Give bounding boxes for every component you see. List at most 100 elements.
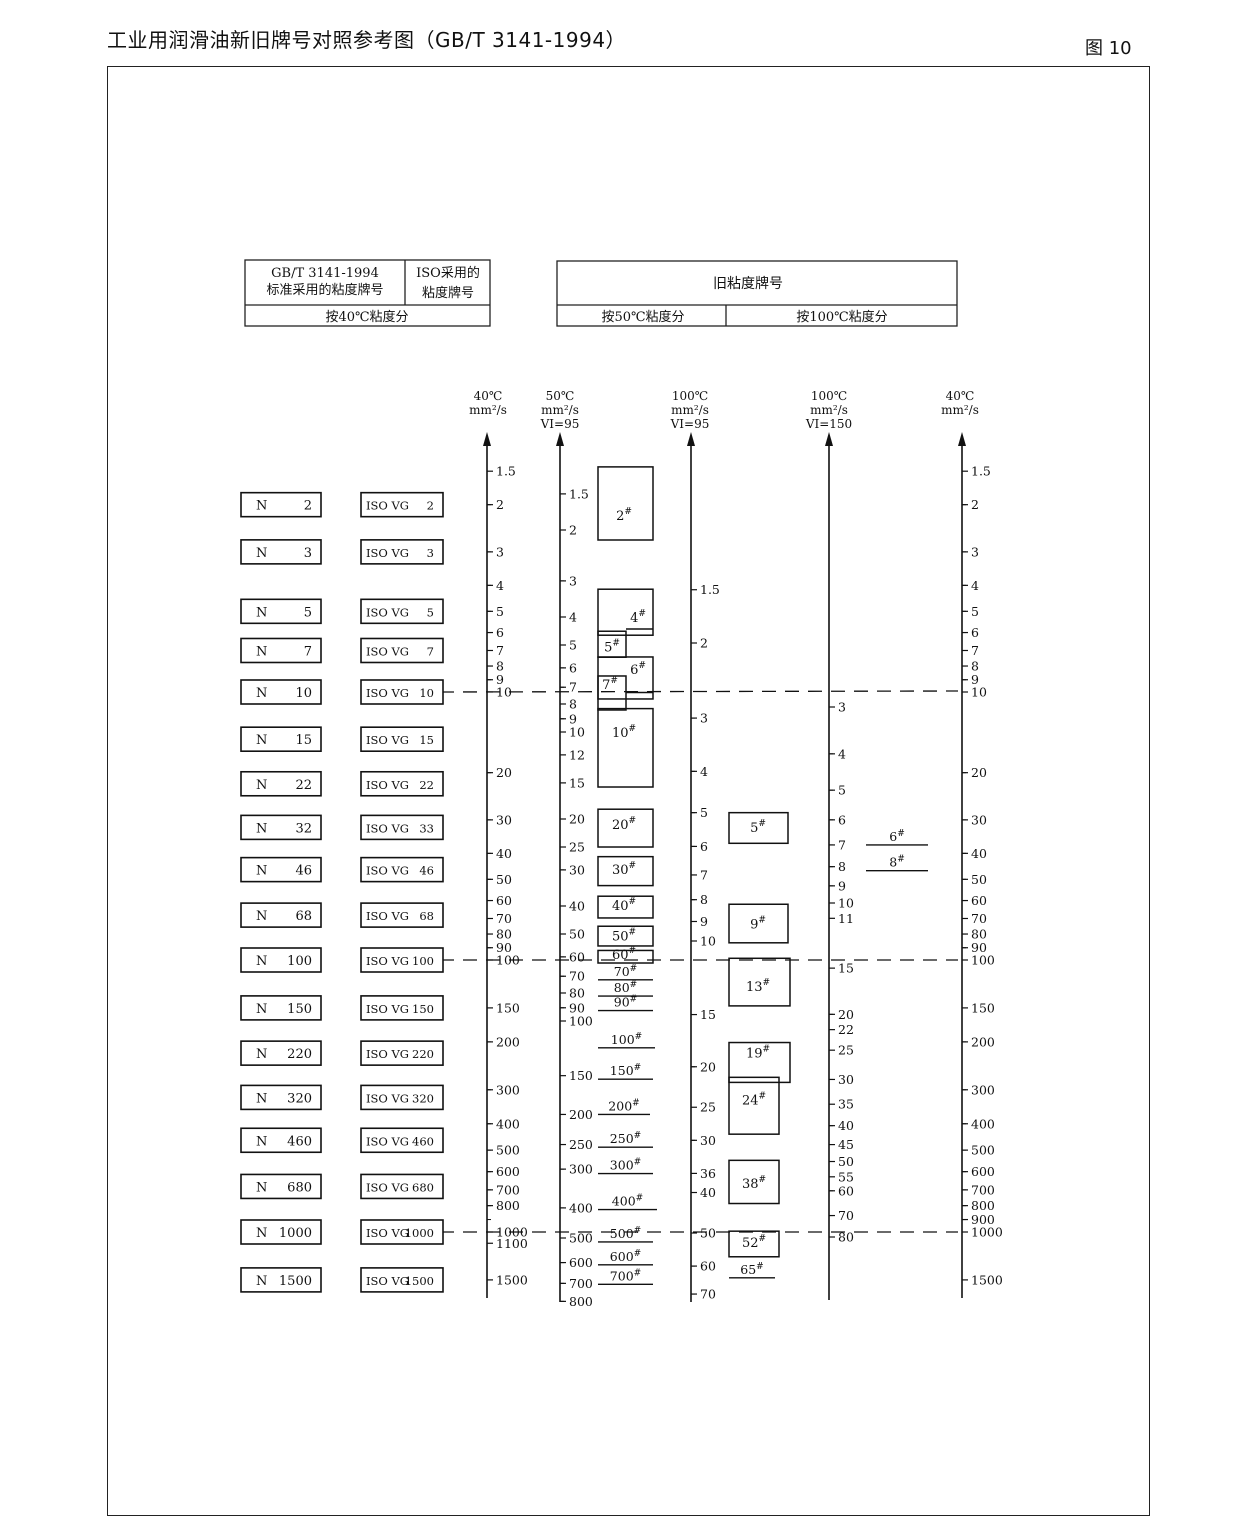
tick-label: 2	[569, 522, 577, 537]
old-grade-label: 38#	[742, 1175, 766, 1192]
iso-grade-box: ISO VG 46	[360, 856, 444, 883]
old50-line-90: 90#	[598, 995, 653, 1012]
tick-label: 6	[838, 812, 846, 827]
tick-label: 25	[700, 1100, 716, 1115]
tick-label: 5	[496, 604, 504, 619]
tick-label: 80	[838, 1230, 854, 1245]
iso-grade-prefix: ISO VG	[366, 1002, 409, 1016]
iso-grade-value: 22	[419, 778, 434, 792]
tick-label: 20	[971, 765, 987, 780]
tick-label: 11	[838, 911, 854, 926]
tick-label: 10	[700, 934, 716, 949]
tick-label: 2	[700, 636, 708, 651]
old50-box-2: 2#	[597, 466, 654, 541]
old-grade-marks: 2#4#5#6#7#10#20#30#40#50#60#70#80#90#100…	[597, 466, 928, 1286]
tick-label: 40	[569, 898, 585, 913]
tick-label: 70	[700, 1287, 716, 1302]
iso-grade-prefix: ISO VG	[366, 686, 409, 700]
figure-label: 图 10	[1085, 38, 1132, 59]
axis-arrow-3	[687, 432, 695, 446]
old-grade-label: 7#	[602, 676, 618, 693]
header-table-left	[244, 259, 491, 327]
tick-label: 30	[971, 812, 987, 827]
tick-label: 8	[569, 696, 577, 711]
old-grade-label: 5#	[750, 819, 766, 836]
iso-grade-prefix: ISO VG	[366, 864, 409, 878]
tick-label: 60	[838, 1183, 854, 1198]
axis-ticks: 1.52345678910203040506070809010015020030…	[487, 464, 1003, 1309]
old-grade-label: 400#	[612, 1194, 643, 1209]
old-grade-label: 700#	[610, 1268, 641, 1283]
old-grade-label: 250#	[610, 1131, 641, 1146]
n-grade-prefix: N	[256, 1134, 267, 1149]
old-grade-label: 65#	[740, 1262, 763, 1277]
n-grade-value: 460	[287, 1134, 312, 1149]
n-grade-value: 68	[295, 909, 312, 924]
iso-grade-value: 100	[412, 954, 434, 968]
n-grade-prefix: N	[256, 1226, 267, 1241]
old100-box-13: 13#	[728, 957, 791, 1007]
tick-label: 600	[569, 1255, 593, 1270]
n-grade-value: 5	[304, 605, 312, 620]
n-grade-value: 220	[287, 1047, 312, 1062]
n-grade-prefix: N	[256, 644, 267, 659]
tick-label: 15	[838, 961, 854, 976]
old-grade-label: 200#	[608, 1098, 639, 1113]
iso-grade-value: 15	[419, 733, 434, 747]
tick-label: 1.5	[971, 464, 991, 479]
header-table-right	[556, 260, 958, 327]
tick-label: 1000	[971, 1225, 1003, 1240]
old50-line-200: 200#	[598, 1098, 650, 1116]
axis-header-4: 100℃ mm²/s VI=150	[805, 389, 852, 431]
tick-label: 6	[569, 660, 577, 675]
old-grade-label: 40#	[612, 897, 636, 914]
tick-label: 4	[496, 578, 504, 593]
tick-label: 1.5	[496, 464, 516, 479]
iso-grade-prefix: ISO VG	[366, 733, 409, 747]
svg-text:VI=95: VI=95	[540, 417, 580, 431]
header-right-footer-50: 按50℃粘度分	[601, 309, 684, 325]
old-grade-label: 70#	[614, 964, 637, 979]
tick-label: 400	[496, 1116, 520, 1131]
tick-label: 20	[496, 765, 512, 780]
iso-grade-prefix: ISO VG	[366, 954, 409, 968]
n-grade-value: 100	[287, 954, 312, 969]
n-grade-value: 320	[287, 1091, 312, 1106]
tick-label: 800	[496, 1198, 520, 1213]
tick-label: 5	[700, 805, 708, 820]
tick-label: 20	[838, 1007, 854, 1022]
old50-cluster-4-7: 4#5#6#7#	[597, 588, 654, 711]
tick-label: 300	[569, 1162, 593, 1177]
old-grade-label: 8#	[889, 855, 905, 870]
n-grade-box: N 460	[240, 1127, 322, 1154]
old100-box-24: 24#	[728, 1076, 780, 1135]
tick-label: 900	[971, 1212, 995, 1227]
n-grade-value: 7	[304, 644, 312, 659]
n-grade-prefix: N	[256, 954, 267, 969]
tick-label: 600	[496, 1164, 520, 1179]
tick-label: 90	[496, 940, 512, 955]
old-grade-label: 30#	[612, 861, 636, 878]
tick-label: 7	[971, 643, 979, 658]
ref-line-10	[439, 690, 959, 693]
n-grade-prefix: N	[256, 1091, 267, 1106]
n-grade-prefix: N	[256, 778, 267, 793]
old-grade-label: 13#	[746, 978, 770, 995]
old50-line-600: 600#	[598, 1249, 653, 1266]
iso-grade-value: 46	[419, 864, 434, 878]
tick-label: 4	[569, 609, 577, 624]
old50-box-20: 20#	[597, 808, 654, 848]
tick-label: 90	[971, 940, 987, 955]
old-grade-label: 2#	[616, 507, 632, 524]
tick-label: 10	[971, 685, 987, 700]
